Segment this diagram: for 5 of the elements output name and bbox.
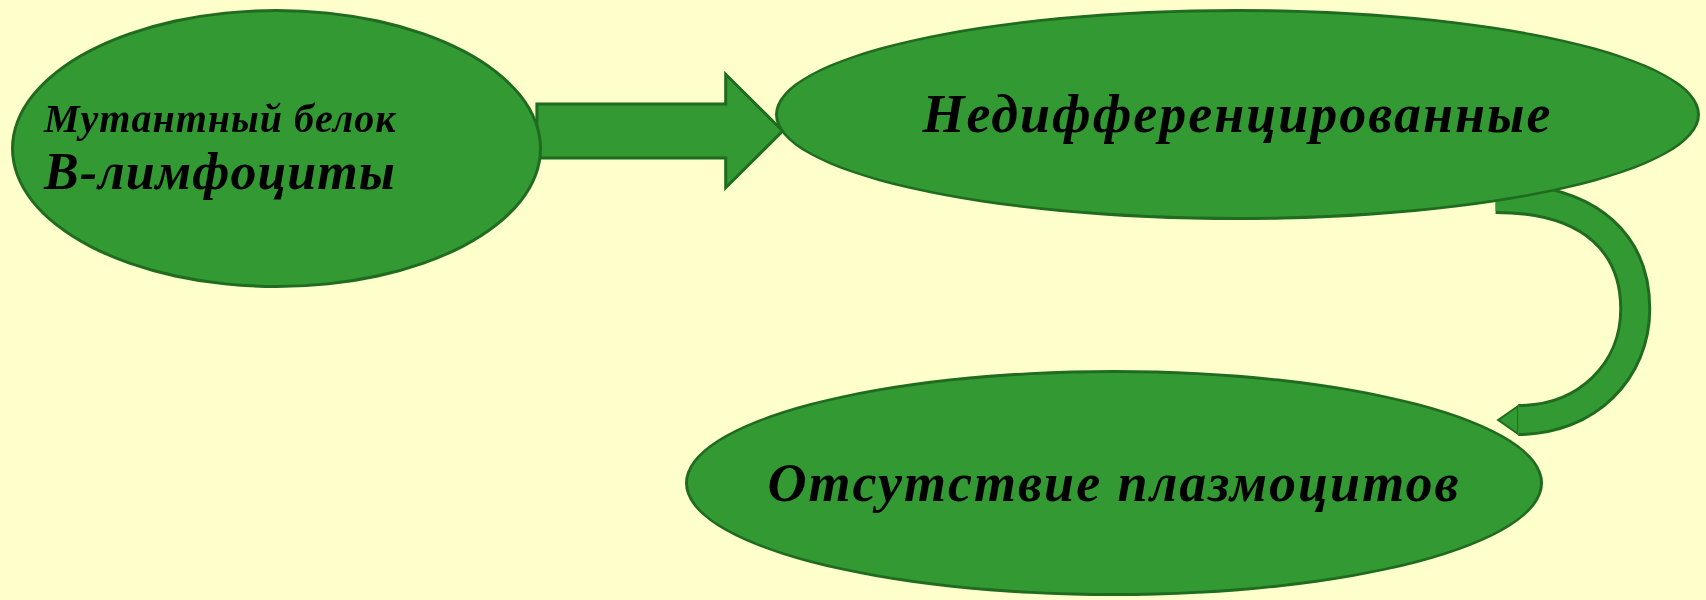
node-label: Недифференцированные xyxy=(922,83,1553,146)
block-arrow xyxy=(535,70,785,192)
node-label: В-лимфоциты xyxy=(44,141,396,202)
node-label: Отсутствие плазмоцитов xyxy=(767,451,1461,515)
node-label: Мутантный белок xyxy=(44,95,397,142)
